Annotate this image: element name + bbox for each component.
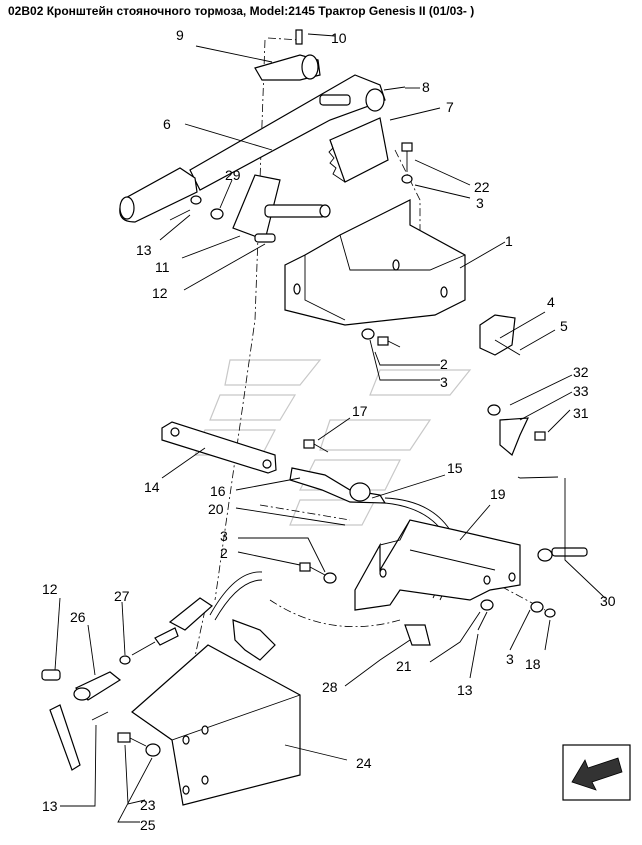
callout-12-bottom: 12: [42, 581, 58, 597]
cable-bracket: [354, 519, 521, 611]
callout-13-top: 13: [136, 242, 152, 258]
callout-21: 21: [396, 658, 412, 674]
callout-33: 33: [573, 383, 589, 399]
callout-10: 10: [331, 30, 347, 46]
callout-16: 16: [210, 483, 226, 499]
leader-lines: [54, 33, 606, 823]
callout-14: 14: [144, 479, 160, 495]
callout-20: 20: [208, 501, 224, 517]
main-bracket: [284, 199, 466, 326]
pivot-bracket: [232, 174, 331, 243]
washers-right: [477, 599, 556, 631]
callout-15: 15: [447, 460, 463, 476]
callout-7: 7: [446, 99, 454, 115]
callout-26: 26: [70, 609, 86, 625]
bolt-22: [401, 142, 413, 184]
link-plate: [161, 421, 277, 474]
ratchet-sector: [328, 117, 389, 183]
callout-29: 29: [225, 167, 241, 183]
callout-18: 18: [525, 656, 541, 672]
clevis-26: [41, 669, 122, 771]
callout-2-middle: 2: [220, 545, 228, 561]
bolt-23: [117, 732, 161, 757]
cable-lower: [119, 571, 263, 665]
callout-8: 8: [422, 79, 430, 95]
callout-25: 25: [140, 817, 156, 833]
callout-4: 4: [547, 294, 555, 310]
bolt-2-upper: [361, 328, 401, 348]
callout-24: 24: [356, 755, 372, 771]
bolt-2-middle: [299, 562, 337, 584]
callout-17: 17: [352, 403, 368, 419]
clamp-21: [404, 624, 431, 646]
lever-hook: [254, 29, 321, 81]
callout-11: 11: [155, 259, 170, 275]
switch-4: [479, 314, 521, 356]
callout-9: 9: [176, 27, 184, 43]
callout-12-top: 12: [152, 285, 168, 301]
callout-22: 22: [474, 179, 490, 195]
page-title: 02B02 Кронштейн стояночного тормоза, Mod…: [8, 4, 475, 18]
callout-30: 30: [600, 593, 616, 609]
callout-32: 32: [573, 364, 589, 380]
callout-13-bottom: 13: [42, 798, 58, 814]
callout-23: 23: [140, 797, 156, 813]
callout-2-upper: 2: [440, 356, 448, 372]
callout-1: 1: [505, 233, 513, 249]
callout-3-right: 3: [506, 651, 514, 667]
arrow-back-icon[interactable]: [562, 744, 631, 801]
callout-3-top: 3: [476, 195, 484, 211]
callout-13-right: 13: [457, 682, 473, 698]
callout-3-middle: 3: [220, 528, 228, 544]
callout-3-upper: 3: [440, 374, 448, 390]
callout-31: 31: [573, 405, 589, 421]
callout-27: 27: [114, 588, 130, 604]
clip-33: [487, 404, 546, 456]
rod-end-30: [537, 547, 588, 562]
mounting-plate: [131, 619, 301, 806]
callout-5: 5: [560, 318, 568, 334]
callout-19: 19: [490, 486, 506, 502]
bolt-17: [303, 439, 329, 453]
washer-29: [169, 195, 224, 221]
callout-labels: 9 10 8 7 6 22 3 29 13 11 12 1 4 5 2 3 32…: [42, 27, 616, 833]
handbrake-lever: [119, 74, 406, 223]
callout-6: 6: [163, 116, 171, 132]
callout-28: 28: [322, 679, 338, 695]
